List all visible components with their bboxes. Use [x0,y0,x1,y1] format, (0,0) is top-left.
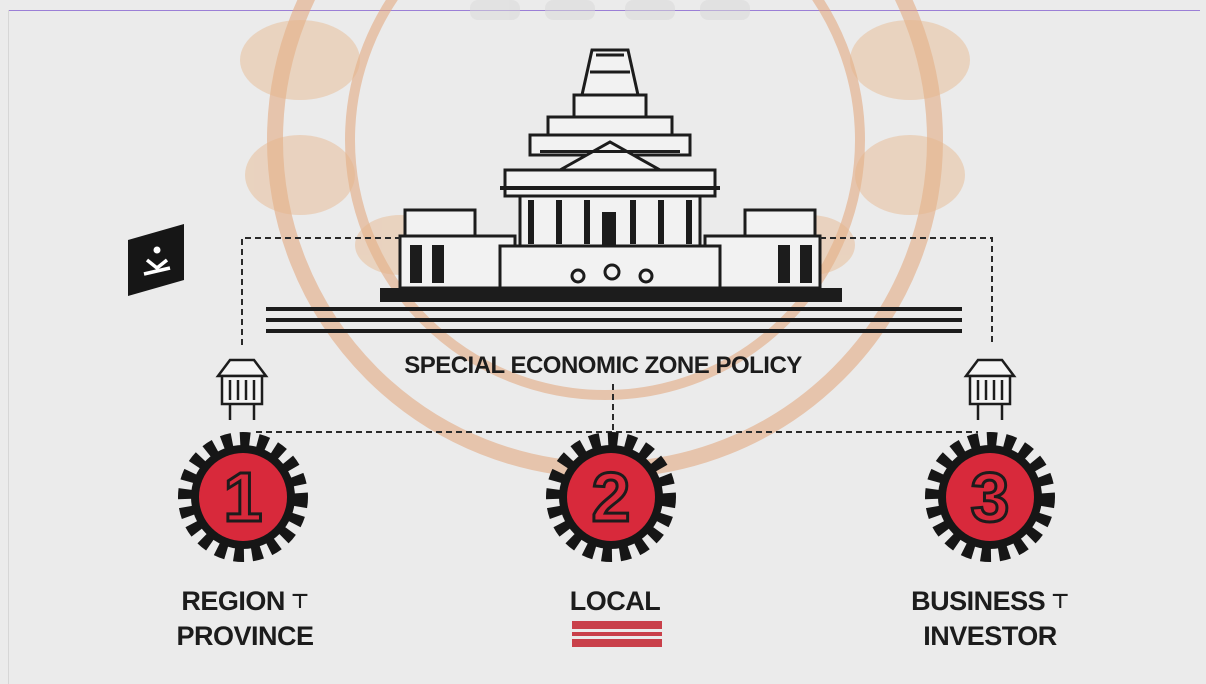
download-badge-icon [128,224,184,296]
label-business-investor: BUSINESS⊤ INVESTOR [890,585,1090,652]
tee-glyph-1: ⊤ [290,591,309,613]
diagram-title: SPECIAL ECONOMIC ZONE POLICY [404,352,802,379]
label-local: LOCAL [530,585,700,617]
local-underline-bars [572,621,662,647]
gear-2-number: 2 [592,458,631,536]
tee-glyph-3: ⊤ [1051,591,1069,613]
gear-3-icon: 3 [925,432,1055,562]
label-region-province: REGION⊤ PROVINCE [150,585,340,652]
gear-1-icon: 1 [178,432,308,562]
label-3-line1: BUSINESS [911,586,1046,616]
gear-3-number: 3 [971,458,1010,536]
label-1-line2: PROVINCE [176,621,314,651]
lantern-right-icon [963,358,1017,420]
top-right-connector [820,237,993,345]
gear-2-icon: 2 [546,432,676,562]
label-1-line1: REGION [181,586,285,616]
lantern-left-icon [215,358,269,420]
top-left-connector [241,237,400,345]
gear-1-number: 1 [224,458,263,536]
left-border [8,10,9,684]
label-3-line2: INVESTOR [923,621,1057,651]
top-border [8,10,1200,11]
label-2-line1: LOCAL [569,586,661,616]
